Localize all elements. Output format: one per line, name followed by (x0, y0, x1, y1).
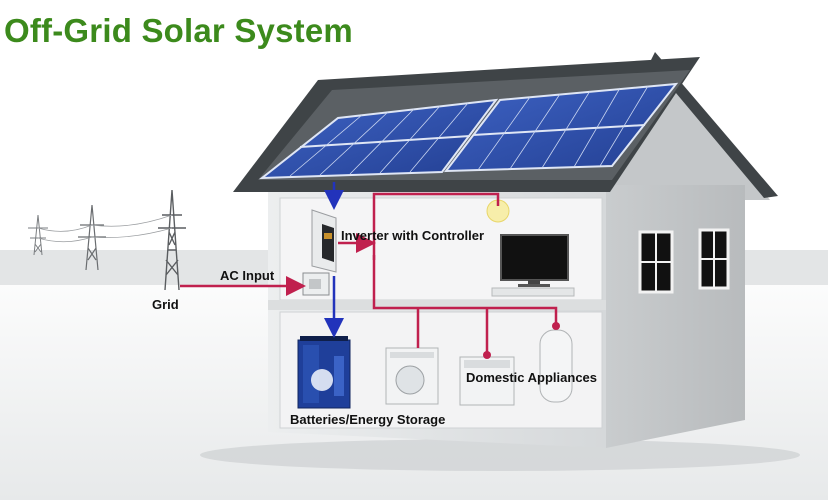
water-heater-icon (539, 322, 573, 403)
tv-icon (491, 234, 575, 297)
battery-icon (297, 336, 351, 409)
window-icon (698, 228, 730, 290)
window-icon (638, 230, 674, 294)
label-grid: Grid (152, 297, 179, 312)
dryer-icon (459, 351, 515, 406)
breaker-box-icon (302, 272, 330, 296)
label-appliances: Domestic Appliances (466, 370, 598, 385)
washing-machine-icon (385, 347, 439, 405)
inverter-icon (311, 209, 337, 273)
house-shadow (200, 439, 800, 471)
diagram-title: Off-Grid Solar System (4, 12, 353, 49)
ac-wiring (372, 192, 558, 352)
floor-slab (268, 300, 606, 310)
house-side-wall (606, 185, 745, 448)
solar-panel-icon (258, 82, 679, 180)
label-ac-input: AC Input (220, 268, 275, 283)
label-batteries: Batteries/Energy Storage (290, 412, 446, 427)
power-tower-icon (28, 214, 48, 256)
power-cables (37, 214, 173, 243)
roof-edge (650, 52, 778, 198)
label-inverter: Inverter with Controller (341, 228, 485, 243)
